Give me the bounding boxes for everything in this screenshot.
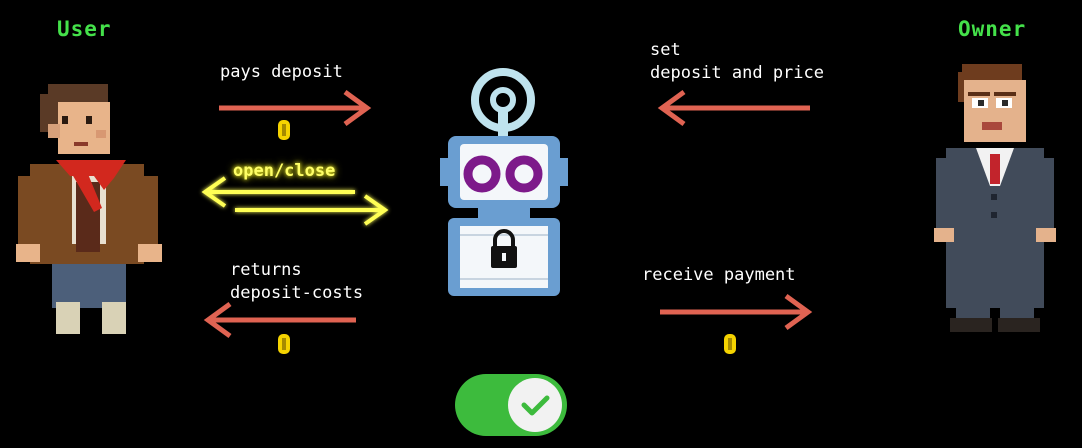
checkmark-icon: [521, 395, 550, 416]
user-label: User: [57, 17, 112, 41]
set-label-line1: set: [650, 40, 681, 60]
open-close-label: open/close: [233, 161, 336, 181]
coin-icon: [724, 334, 736, 354]
open-close-arrows: [201, 176, 389, 226]
receive-payment-label: receive payment: [642, 265, 796, 285]
set-deposit-arrow: [657, 89, 810, 127]
coin-icon: [278, 120, 290, 140]
pays-deposit-label: pays deposit: [220, 62, 343, 82]
receive-payment-arrow: [660, 293, 813, 331]
coin-icon: [278, 334, 290, 354]
returns-label-line2: deposit-costs: [230, 283, 364, 303]
pays-deposit-arrow: [219, 89, 372, 127]
returns-label-line1: returns: [230, 260, 302, 280]
robot-lock-icon: [440, 68, 568, 296]
toggle-switch-on-icon[interactable]: [453, 372, 569, 438]
user-character-icon: [16, 84, 162, 334]
returns-arrow: [203, 301, 356, 339]
owner-character-icon: [934, 64, 1056, 332]
set-label-line2: deposit and price: [650, 63, 824, 83]
owner-label: Owner: [958, 17, 1027, 41]
